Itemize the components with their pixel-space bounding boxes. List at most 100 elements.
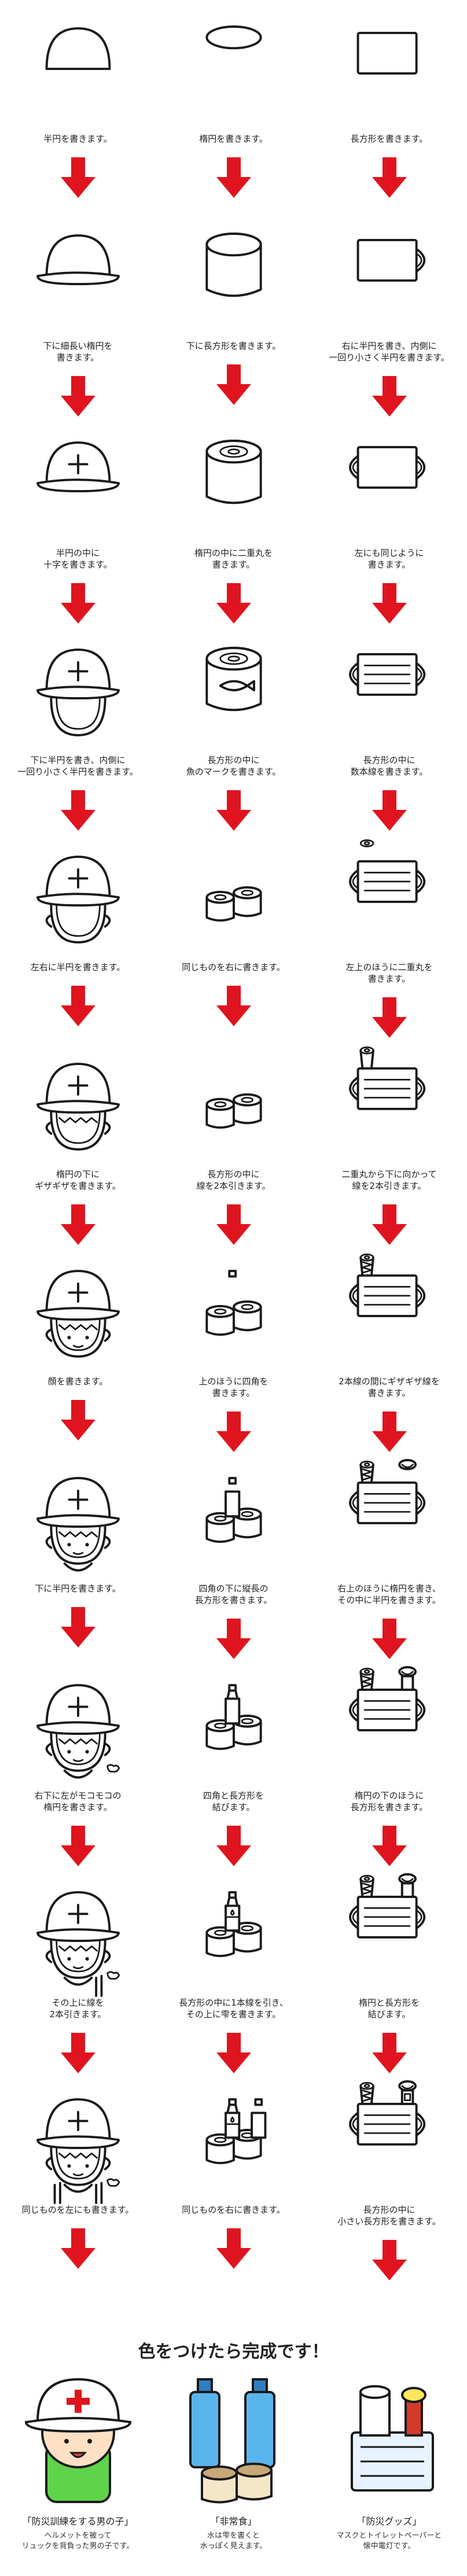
step-caption: 半円を書きます。 [43, 134, 112, 144]
step-caption: 上のほうに四角を 書きます。 [198, 1376, 269, 1398]
down-arrow-icon [216, 1412, 251, 1452]
disaster-goods-drawing [348, 1873, 425, 1939]
step-11-helmet-boy: 同じものを左にも書きます。 [0, 2081, 156, 2288]
step-9-emergency-food: 四角と長方形を 結びます。 [156, 1667, 311, 1874]
down-arrow-icon [372, 997, 407, 1038]
step-caption: 長方形の中に1本線を引き、 その上に雫を書きます。 [179, 1998, 288, 2019]
step-9-helmet-boy: 右下に左がモコモコの 楕円を書きます。 [0, 1667, 156, 1874]
helmet-boy-drawing [36, 441, 120, 493]
step-11-disaster-goods: 長方形の中に 小さい長方形を書きます。 [311, 2080, 467, 2288]
step-caption: 楕円の下に ギザギザを書きます。 [35, 1169, 121, 1191]
step-10-emergency-food: 長方形の中に1本線を引き、 その上に雫を書きます。 [156, 1874, 311, 2081]
step-2-disaster-goods: 右に半円を書き、内側に 一回り小さく半円を書きます。 [311, 218, 467, 425]
helmet-boy-drawing [36, 2098, 120, 2204]
step-caption: 左右に半円を書きます。 [30, 962, 126, 972]
final-item-description: マスクとトイレットペーパーと 懐中電灯です。 [336, 2531, 442, 2551]
step-1-emergency-food: 楕円を書きます。 [156, 10, 311, 218]
helmet-boy-drawing [36, 1891, 120, 1997]
step-caption: 二重丸から下に向かって 線を2本引きます。 [341, 1169, 437, 1191]
step-caption: 楕円を書きます。 [199, 134, 268, 144]
step-1-disaster-goods: 長方形を書きます。 [311, 10, 467, 218]
emergency-food-drawing [205, 1684, 262, 1750]
down-arrow-icon [60, 1826, 95, 1866]
disaster-goods-drawing [348, 1253, 425, 1317]
step-6-disaster-goods: 二重丸から下に向かって 線を2本引きます。 [311, 1046, 467, 1253]
down-arrow-icon [60, 986, 95, 1026]
step-caption: 長方形を書きます。 [350, 134, 428, 144]
down-arrow-icon [60, 376, 95, 417]
down-arrow-icon [216, 583, 251, 624]
emergency-food-drawing [205, 440, 262, 504]
step-7-disaster-goods: 2本線の間にギザギザ線を 書きます。 [311, 1253, 467, 1460]
step-caption: その上に線を 2本引きます。 [49, 1998, 106, 2019]
step-1-helmet-boy: 半円を書きます。 [0, 10, 156, 218]
down-arrow-icon [60, 2228, 95, 2269]
down-arrow-icon [216, 364, 251, 405]
final-item-name: 「防災グッズ」 [356, 2516, 422, 2527]
down-arrow-icon [60, 2033, 95, 2073]
step-5-helmet-boy: 左右に半円を書きます。 [0, 839, 156, 1046]
step-caption: 右上のほうに楕円を書き、 その中に半円を書きます。 [337, 1583, 441, 1605]
emergency-food-drawing [205, 1477, 262, 1543]
step-4-disaster-goods: 長方形の中に 数本線を書きます。 [311, 632, 467, 839]
down-arrow-icon [60, 790, 95, 831]
step-caption: 楕円と長方形を 結びます。 [358, 1998, 420, 2019]
down-arrow-icon [216, 1619, 251, 1659]
step-4-helmet-boy: 下に半円を書き、内側に 一回り小さく半円を書きます。 [0, 632, 156, 839]
step-2-emergency-food: 下に長方形を書きます。 [156, 218, 311, 425]
step-caption: 楕円の下のほうに 長方形を書きます。 [350, 1790, 428, 1812]
step-8-disaster-goods: 右上のほうに楕円を書き、 その中に半円を書きます。 [311, 1459, 467, 1667]
step-caption: 下に長方形を書きます。 [186, 341, 281, 351]
helmet-boy-colored-illustration [24, 2378, 131, 2503]
down-arrow-icon [372, 2240, 407, 2280]
down-arrow-icon [216, 2033, 251, 2073]
disaster-goods-drawing [348, 445, 425, 489]
step-7-helmet-boy: 顔を書きます。 [0, 1253, 156, 1460]
step-6-emergency-food: 長方形の中に 線を2本引きます。 [156, 1046, 311, 1253]
emergency-food-drawing [205, 1270, 262, 1336]
down-arrow-icon [60, 1607, 95, 1648]
emergency-food-drawing [205, 25, 262, 50]
step-caption: 右に半円を書き、内側に 一回り小さく半円を書きます。 [329, 341, 450, 363]
step-caption: 下に半円を書きます。 [35, 1583, 121, 1594]
step-2-helmet-boy: 下に細長い楕円を 書きます。 [0, 218, 156, 425]
down-arrow-icon [216, 986, 251, 1026]
step-caption: 同じものを右に書きます。 [182, 962, 285, 972]
step-caption: 左にも同じように 書きます。 [354, 548, 424, 570]
final-emergency-food: 「非常食」水は雫を書くと 水っぽく見えます。 [156, 2369, 311, 2571]
step-caption: 下に半円を書き、内側に 一回り小さく半円を書きます。 [17, 755, 138, 777]
emergency-food-drawing [205, 886, 262, 922]
helmet-boy-drawing [36, 234, 120, 286]
helmet-boy-drawing [36, 1477, 120, 1572]
step-6-helmet-boy: 楕円の下に ギザギザを書きます。 [0, 1046, 156, 1253]
emergency-food-colored-illustration [189, 2378, 275, 2504]
down-arrow-icon [372, 1412, 407, 1452]
down-arrow-icon [216, 1826, 251, 1866]
helmet-boy-drawing [36, 856, 120, 944]
down-arrow-icon [372, 790, 407, 831]
down-arrow-icon [372, 1204, 407, 1245]
final-disaster-goods: 「防災グッズ」マスクとトイレットペーパーと 懐中電灯です。 [311, 2369, 467, 2571]
disaster-goods-drawing [356, 31, 418, 75]
final-item-name: 「非常食」 [210, 2516, 257, 2527]
step-caption: 長方形の中に 線を2本引きます。 [196, 1169, 271, 1191]
step-10-disaster-goods: 楕円と長方形を 結びます。 [311, 1873, 467, 2081]
down-arrow-icon [372, 1619, 407, 1659]
final-item-name: 「防災訓練をする男の子」 [22, 2516, 134, 2527]
disaster-goods-drawing [348, 653, 425, 696]
down-arrow-icon [60, 583, 95, 624]
step-caption: 同じものを右に書きます。 [182, 2205, 285, 2215]
disaster-goods-drawing [356, 238, 425, 282]
helmet-boy-drawing [36, 1684, 120, 1779]
final-title: 色をつけたら完成です！ [138, 2342, 329, 2362]
emergency-food-drawing [205, 233, 262, 297]
down-arrow-icon [60, 1400, 95, 1440]
step-7-emergency-food: 上のほうに四角を 書きます。 [156, 1253, 311, 1460]
disaster-goods-drawing [348, 1046, 425, 1110]
step-caption: 四角の下に縦長の 長方形を書きます。 [194, 1583, 273, 1605]
step-caption: 半円の中に 十字を書きます。 [43, 548, 112, 570]
step-caption: 左上のほうに二重丸を 書きます。 [345, 962, 433, 984]
helmet-boy-drawing [36, 1063, 120, 1151]
final-helmet-boy: 「防災訓練をする男の子」ヘルメットを被って リュックを背負った男の子です。 [0, 2369, 156, 2571]
down-arrow-icon [216, 1204, 251, 1245]
